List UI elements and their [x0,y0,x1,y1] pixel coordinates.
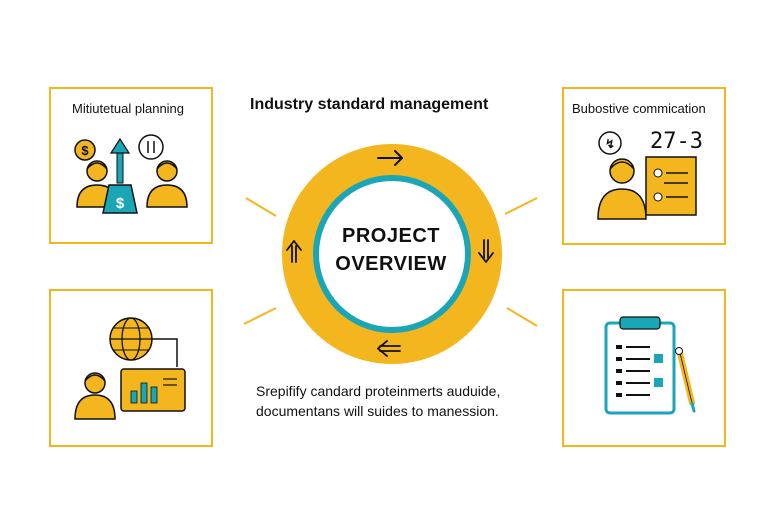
center-title: PROJECT OVERVIEW [316,222,466,278]
caption: Srepifify candard proteinmerts auduide, … [256,381,556,421]
spoke-bottom-left [243,307,277,325]
svg-text:$: $ [116,195,125,212]
arrow-right-icon [377,150,403,166]
finance-planning-icon: $ $ [74,134,188,214]
clipboard-checklist-icon [604,316,696,415]
panel-communication-badge: 27-3 [650,129,703,154]
checklist-person-icon: ↯ [597,131,697,220]
panel-analytics [49,289,213,447]
header-title: Industry standard management [250,96,489,113]
panel-checklist [562,289,726,447]
spoke-top-left [245,197,277,217]
panel-planning: Mitiutetual planning $ $ [49,87,213,244]
svg-text:↯: ↯ [605,137,615,151]
panel-communication: Bubostive commication 27-3 ↯ [562,87,726,245]
arrow-left-icon [377,340,401,357]
svg-text:$: $ [81,143,89,158]
panel-communication-label: Bubostive commication [572,101,706,116]
spoke-bottom-right [506,307,538,327]
panel-planning-label: Mitiutetual planning [72,101,185,116]
caption-line2: documentans will suides to manession. [256,403,499,419]
arrow-down-icon [478,239,494,263]
spoke-top-right [504,197,538,215]
caption-line1: Srepifify candard proteinmerts auduide, [256,383,501,399]
arrow-up-icon [286,240,302,263]
global-analytics-icon [74,317,186,420]
center-title-line1: PROJECT [342,225,440,247]
center-title-line2: OVERVIEW [335,253,447,275]
